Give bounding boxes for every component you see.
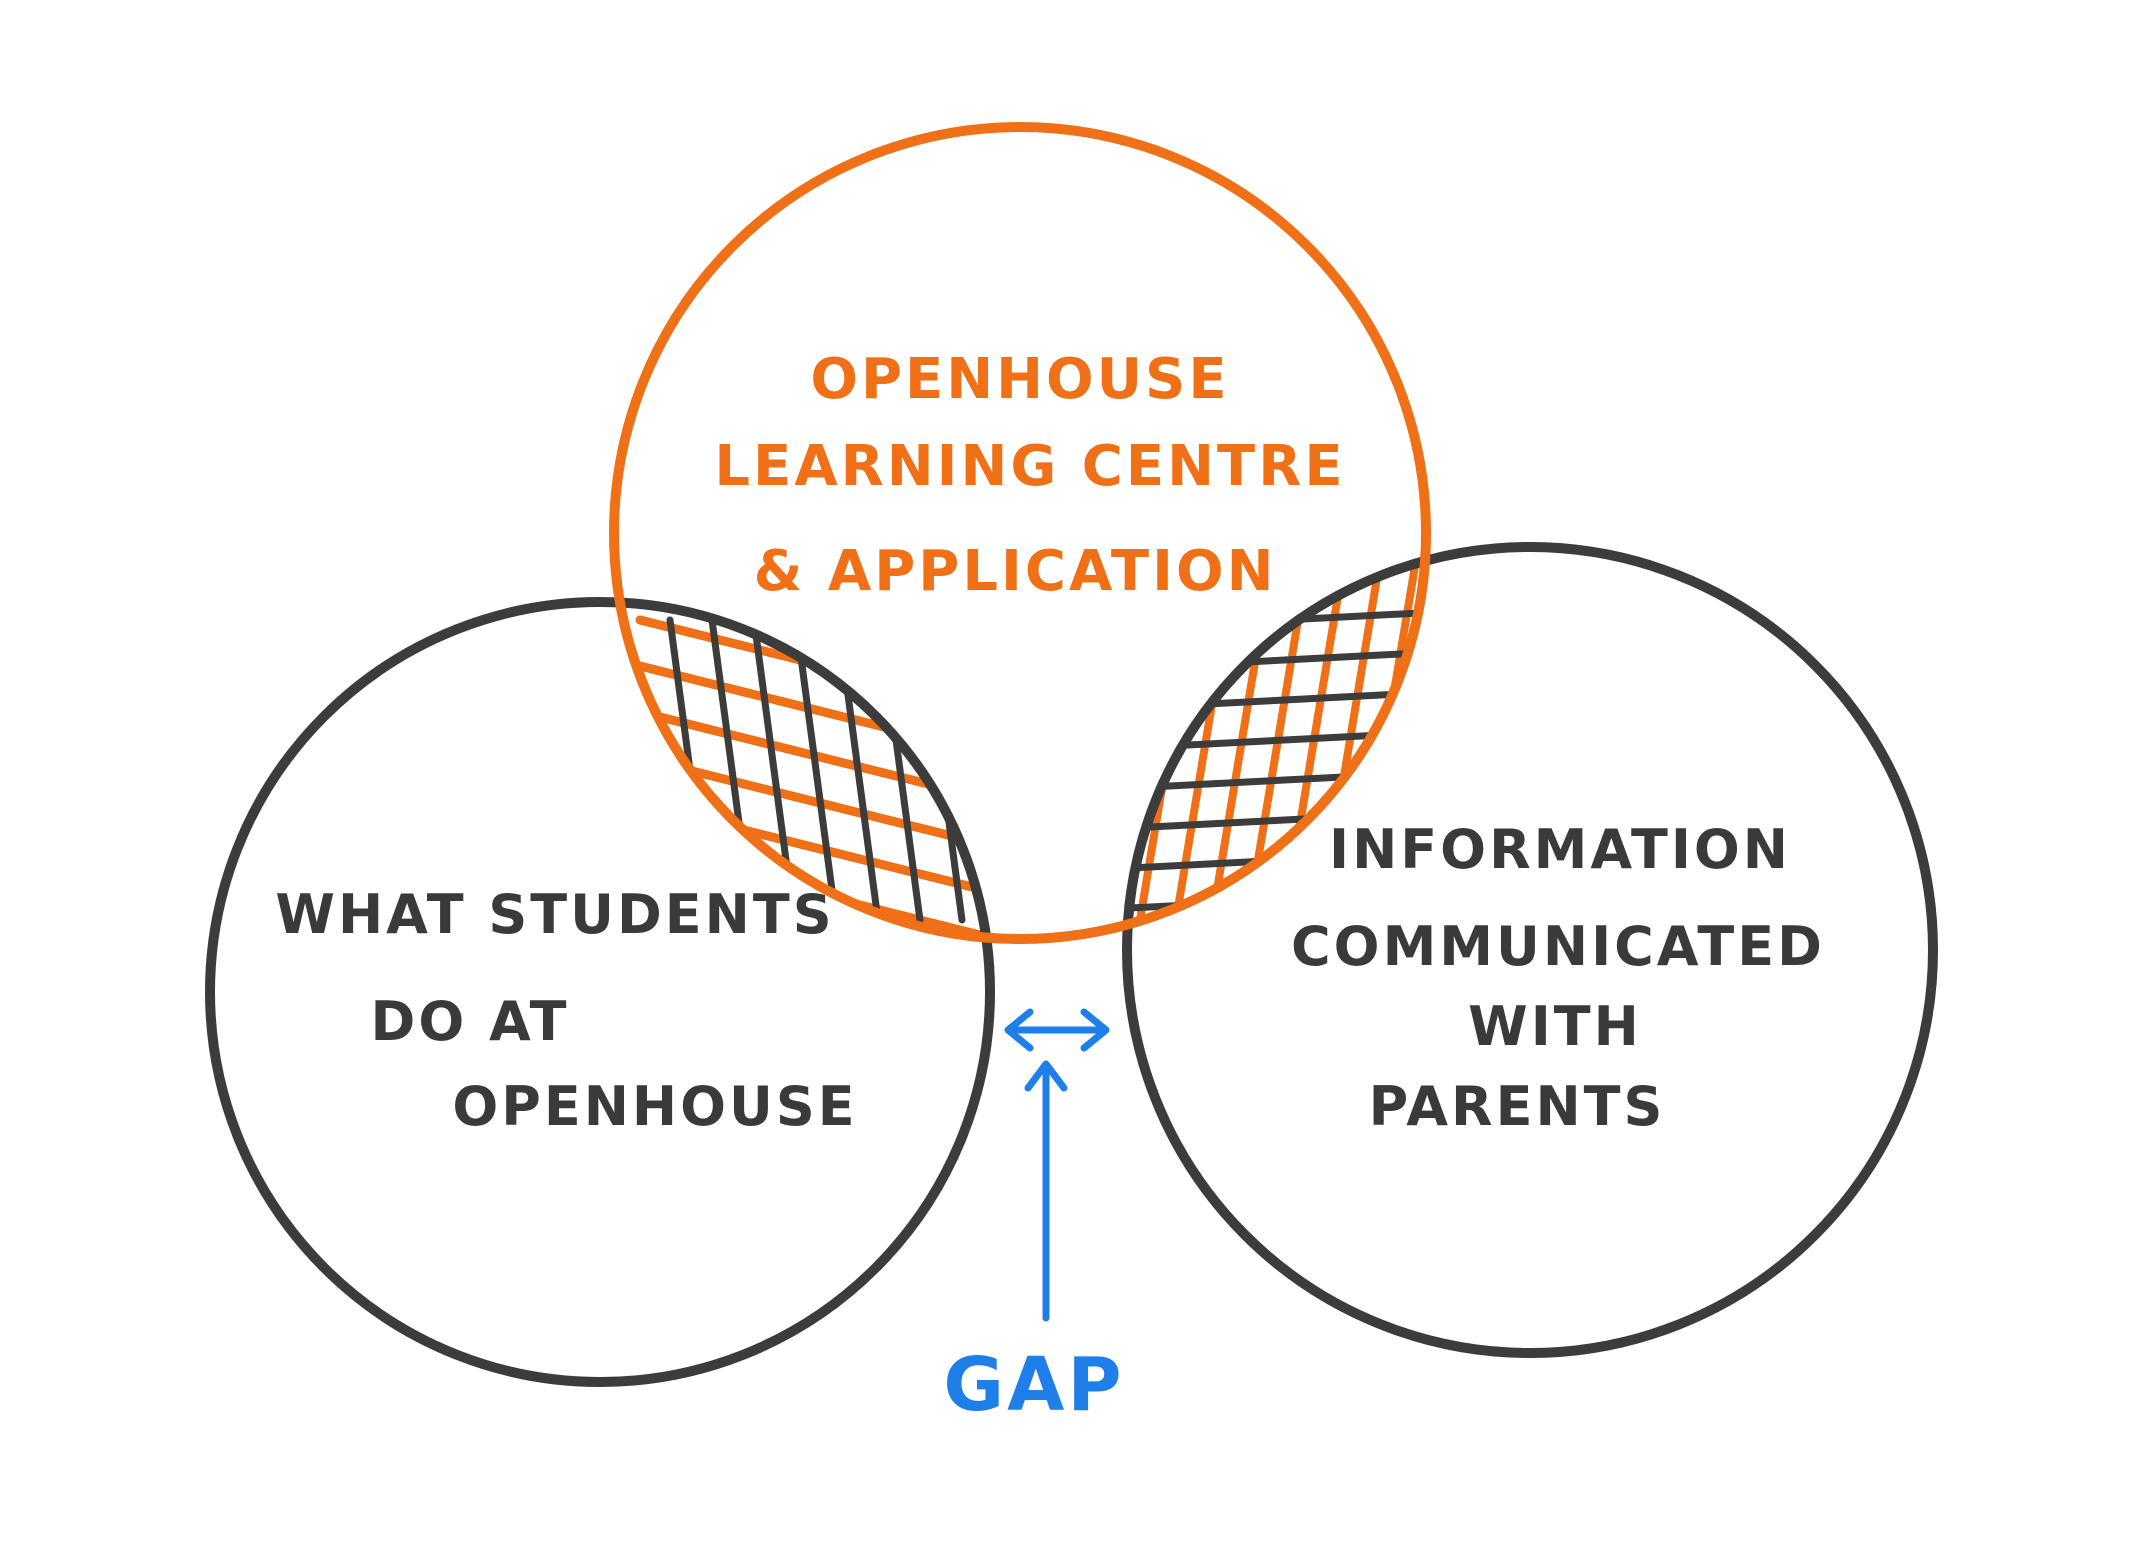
left-circle-line-2: DO AT — [371, 990, 570, 1053]
right-circle — [1122, 542, 1938, 1358]
left-circle-line-3: OPENHOUSE — [452, 1075, 857, 1138]
top-circle — [609, 122, 1431, 944]
hatch-line-dark — [1127, 648, 1426, 672]
hatch-line-orange — [635, 937, 990, 939]
top-circle-line-2: LEARNING CENTRE — [714, 434, 1345, 499]
hatch-line-dark — [1127, 728, 1426, 752]
gap-label: GAP — [943, 1342, 1124, 1428]
up-arrow-icon — [1024, 1060, 1068, 1322]
left-circle-line-1: WHAT STUDENTS — [275, 883, 834, 946]
top-circle-label: OPENHOUSE LEARNING CENTRE & APPLICATION — [714, 347, 1345, 604]
hatch-line-dark — [792, 616, 840, 924]
right-circle-label: INFORMATION COMMUNICATED WITH PARENTS — [1291, 818, 1825, 1138]
hatch-line-dark — [708, 616, 756, 924]
top-circle-line-3: & APPLICATION — [754, 539, 1277, 604]
left-circle — [205, 597, 995, 1387]
right-overlap-hatching — [1127, 556, 1426, 939]
hatch-line-dark — [1006, 620, 1046, 920]
double-arrow-icon — [1004, 1008, 1110, 1052]
top-circle-line-1: OPENHOUSE — [810, 347, 1229, 412]
right-circle-line-3: WITH — [1468, 995, 1642, 1058]
gap-annotation: GAP — [943, 1008, 1124, 1428]
hatch-line-orange — [640, 988, 1000, 1078]
right-circle-line-1: INFORMATION — [1329, 818, 1791, 881]
right-circle-line-2: COMMUNICATED — [1291, 915, 1825, 978]
hatch-line-dark — [1127, 768, 1426, 792]
right-circle-line-4: PARENTS — [1369, 1075, 1666, 1138]
left-circle-label: WHAT STUDENTS DO AT OPENHOUSE — [275, 883, 857, 1138]
hatch-line-dark — [750, 616, 798, 924]
hatch-line-orange — [635, 661, 990, 761]
